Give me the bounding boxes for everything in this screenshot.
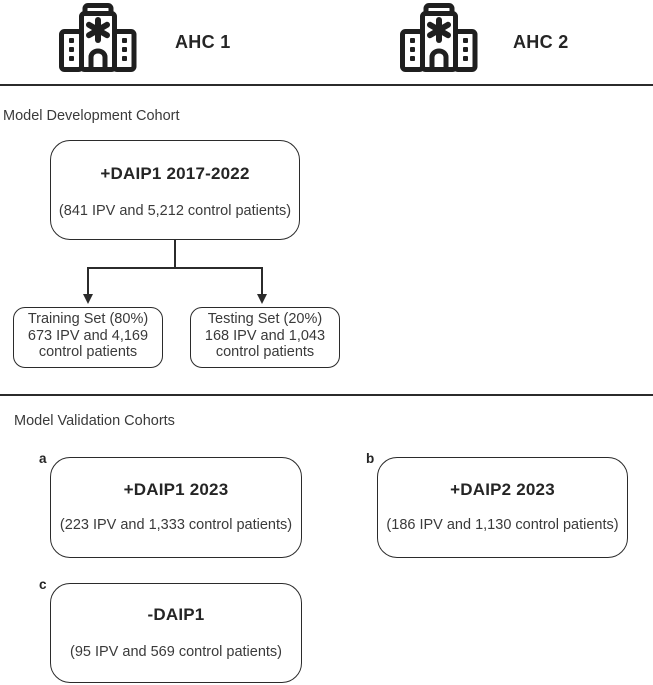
training-line-3: control patients — [38, 344, 138, 360]
validation-box-a — [50, 457, 302, 558]
development-cohort-subtitle: (841 IPV and 5,212 control patients) — [58, 203, 292, 219]
validation-box-c-title: -DAIP1 — [147, 605, 205, 624]
validation-box-c — [50, 583, 302, 683]
development-cohort-box — [50, 140, 300, 240]
validation-box-c-subtitle: (95 IPV and 569 control patients) — [70, 644, 282, 660]
section-title-validation: Model Validation Cohorts — [14, 413, 175, 429]
testing-set-box — [190, 307, 340, 368]
validation-box-b-label: b — [366, 451, 375, 466]
validation-box-b-subtitle: (186 IPV and 1,130 control patients) — [386, 517, 619, 533]
testing-line-3: control patients — [215, 344, 315, 360]
connector-drop-right — [261, 267, 263, 295]
training-set-box — [13, 307, 163, 368]
section-divider-middle — [0, 394, 653, 396]
validation-box-a-subtitle: (223 IPV and 1,333 control patients) — [59, 517, 293, 533]
connector-crossbar — [87, 267, 263, 269]
training-line-1: Training Set (80%) — [27, 311, 149, 327]
development-cohort-title: +DAIP1 2017-2022 — [100, 164, 250, 183]
site-label-ahc2: AHC 2 — [513, 32, 569, 52]
training-line-2: 673 IPV and 4,169 — [27, 327, 149, 344]
arrowhead-down-icon — [82, 294, 93, 304]
hospital-icon — [400, 3, 478, 72]
connector-stem — [174, 240, 176, 268]
validation-box-b-title: +DAIP2 2023 — [450, 480, 555, 499]
hospital-icon — [59, 3, 137, 72]
arrowhead-down-icon — [256, 294, 267, 304]
testing-set-text: Testing Set (20%) 168 IPV and 1,043 cont… — [190, 311, 340, 361]
testing-line-1: Testing Set (20%) — [207, 311, 323, 327]
section-divider-top — [0, 84, 653, 86]
site-label-ahc1: AHC 1 — [175, 32, 231, 52]
validation-box-c-label: c — [39, 577, 47, 592]
validation-box-b — [377, 457, 628, 558]
connector-drop-left — [87, 267, 89, 295]
validation-box-a-label: a — [39, 451, 47, 466]
section-title-development: Model Development Cohort — [3, 108, 180, 124]
validation-box-a-title: +DAIP1 2023 — [123, 480, 229, 499]
testing-line-2: 168 IPV and 1,043 — [204, 327, 326, 344]
training-set-text: Training Set (80%) 673 IPV and 4,169 con… — [13, 311, 163, 361]
